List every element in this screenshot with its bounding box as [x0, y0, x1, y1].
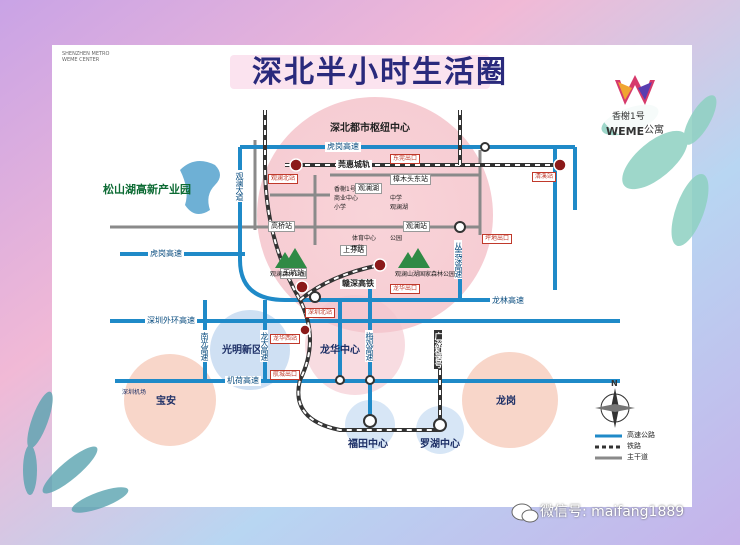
station-dongguan-exit: 东莞出口 [390, 154, 421, 164]
road-guangshen: 广深和谐号 [434, 330, 443, 369]
plaza-item-1: 香榭1号 [334, 186, 356, 193]
rail-ganshen: 赣深高铁 [340, 279, 376, 289]
road-airport: 机荷高速 [225, 376, 261, 386]
station-longhua-west: 龙华西站 [270, 334, 301, 344]
region-baoan: 宝安 [156, 396, 176, 407]
plaza-item-3: 小学 [334, 204, 347, 211]
road-huguan-left: 虎岗高速 [148, 249, 184, 259]
baoan-zone [124, 354, 216, 446]
longgang-zone [462, 352, 558, 448]
station-guanlan-north: 观澜北站 [268, 174, 299, 184]
road-longlin: 龙林高速 [490, 296, 526, 306]
hub-label: 深北都市枢纽中心 [330, 123, 410, 134]
road-congguan: 从莞深高速 [454, 240, 463, 279]
station-gaoqiao: 高桥站 [268, 221, 295, 232]
leaf-decoration-left [23, 391, 129, 513]
region-longgang: 龙岗 [496, 396, 516, 407]
wechat-icon [511, 503, 539, 523]
forest-icon-right [398, 248, 430, 268]
road-nanguang: 南光高速 [200, 330, 209, 362]
station-longhua-exit: 龙华出口 [390, 284, 421, 294]
plaza-item-7: 医院 [352, 245, 365, 252]
plaza-item-4: 中学 [390, 195, 403, 202]
park-left: 观澜森林公园 [270, 271, 307, 278]
station-guanlan: 观澜站 [403, 221, 430, 232]
legend-highway: 高速公路 [627, 431, 655, 439]
park-right: 观澜山湖国家森林公园 [395, 271, 456, 278]
legend-main-road: 主干道 [627, 453, 648, 461]
station-qingxi: 清溪站 [532, 172, 557, 182]
region-songshan: 松山湖高新产业园 [103, 183, 191, 196]
legend-lines [595, 434, 622, 460]
region-longhua: 龙华中心 [320, 345, 360, 356]
road-huguan-top: 虎岗高速 [325, 142, 361, 152]
wechat-watermark: 微信号: maifang1889 [540, 504, 685, 520]
plaza-item-5: 观澜湖 [390, 204, 409, 211]
plaza-item-8: 公园 [390, 235, 403, 242]
road-longda: 龙大高速 [260, 330, 269, 362]
brand-logo-icon [597, 62, 673, 138]
title-band [230, 55, 490, 89]
rail-guanhui: 莞惠城轨 [336, 160, 372, 170]
tiny-brand-line2: WEME CENTER [62, 57, 100, 63]
hub-zone [257, 97, 493, 333]
road-longhua-vertical: 观澜大道 [235, 170, 244, 202]
station-hangcheng: 航城出口 [270, 370, 301, 380]
brand-name-en: WEME [606, 125, 645, 138]
station-tiankeng: 天坑站 [280, 268, 307, 279]
station-zhangmutou: 樟木头东站 [390, 174, 431, 185]
road-shenzhen-outer: 深圳外环高速 [145, 316, 197, 326]
station-shangfang: 上芬站 [340, 245, 367, 256]
station-markers [289, 158, 567, 336]
region-guangming: 光明新区 [222, 345, 262, 356]
brand-name-suffix: 公寓 [644, 125, 664, 136]
junction-markers [309, 142, 490, 432]
plaza-item-6: 体育中心 [352, 235, 377, 242]
tiny-brand-line1: SHENZHEN METRO [62, 51, 110, 57]
brand-name-cn: 香榭1号 [612, 112, 645, 122]
page-title: 深北半小时生活圈 [252, 55, 508, 90]
forest-icon-left [275, 248, 307, 268]
region-luohu: 罗湖中心 [420, 439, 460, 450]
station-pingdi: 坪地出口 [482, 234, 513, 244]
airport-label: 深圳机场 [122, 389, 147, 396]
compass-icon [595, 388, 635, 428]
road-meiguan: 梅观高速 [365, 330, 374, 362]
compass-north: N [611, 379, 618, 388]
region-futian: 福田中心 [348, 439, 388, 450]
station-guanlan-lake: 观澜湖 [355, 183, 382, 194]
legend-rail: 铁路 [627, 442, 641, 450]
station-shenzhen-north: 深圳北站 [305, 308, 336, 318]
songshan-lake [180, 161, 220, 214]
plaza-item-2: 商业中心 [334, 195, 359, 202]
